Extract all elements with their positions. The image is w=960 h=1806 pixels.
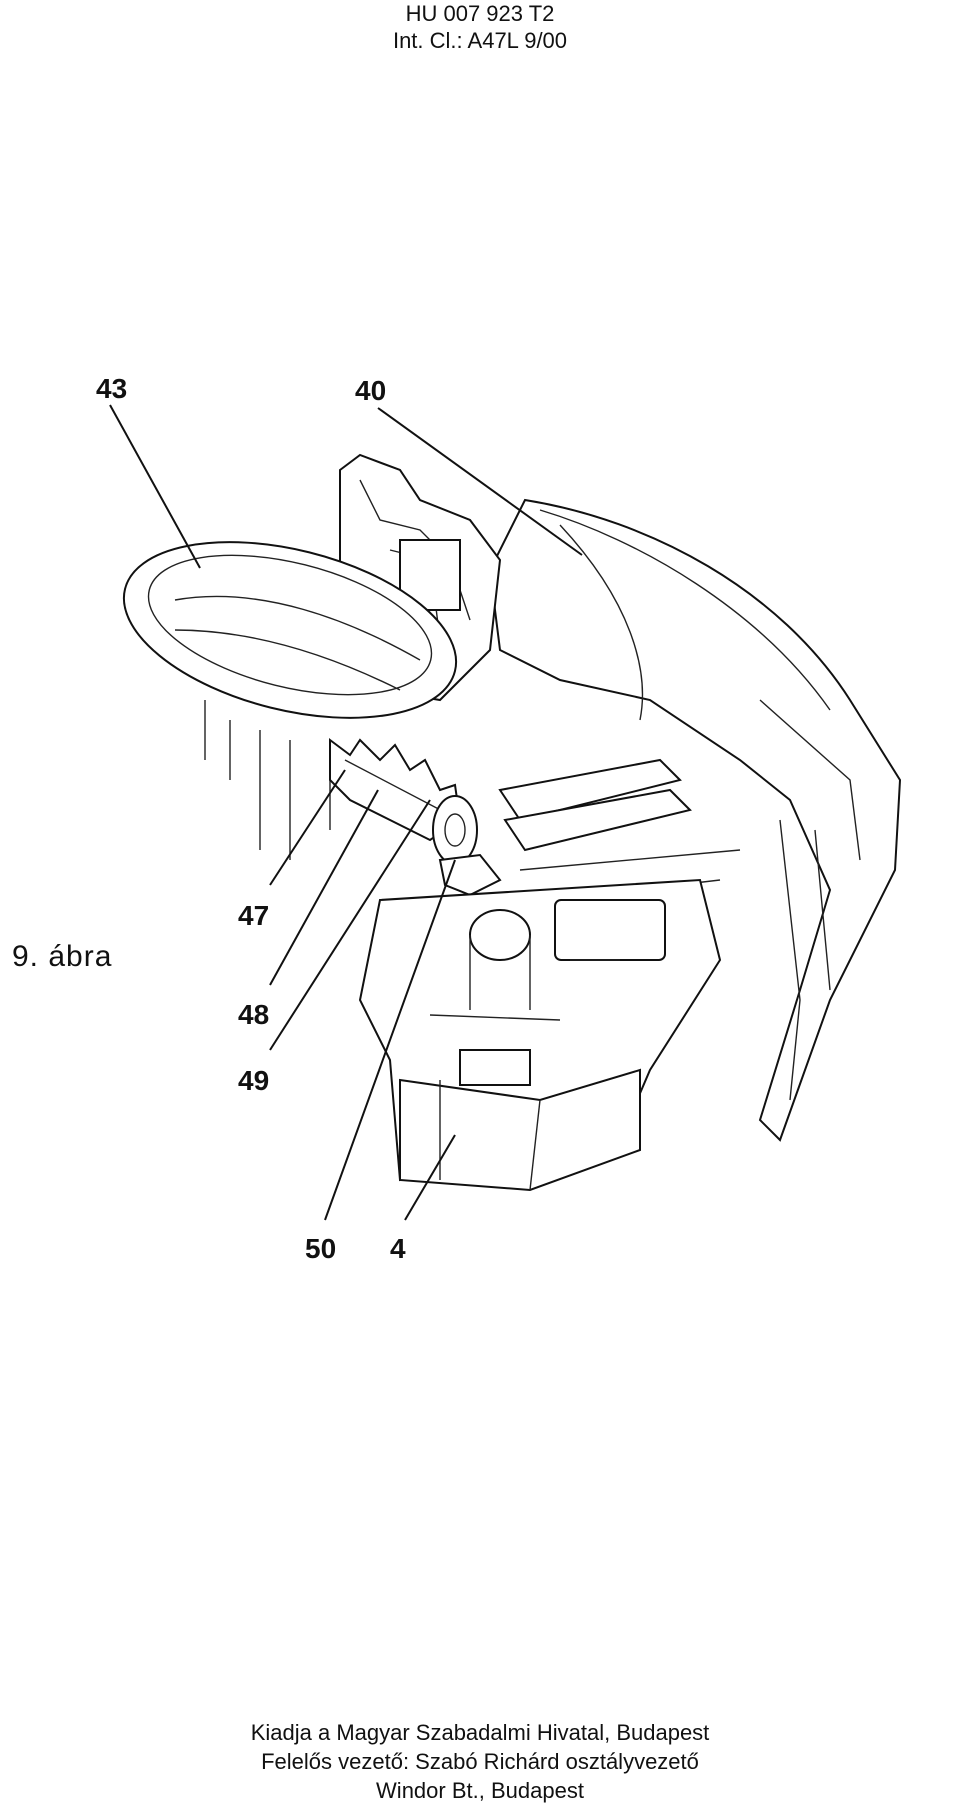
leader-50 — [324, 859, 456, 1221]
ref-4: 4 — [390, 1233, 406, 1264]
ref-43: 43 — [96, 373, 127, 404]
figure-caption: 9. ábra — [12, 940, 113, 973]
gear-assembly — [329, 738, 502, 897]
ref-47: 47 — [238, 900, 269, 931]
leader-lines — [109, 404, 583, 1221]
leader-47 — [269, 769, 346, 886]
classification: Int. Cl.: A47L 9/00 — [392, 28, 568, 53]
publisher-line: Kiadja a Magyar Szabadalmi Hivatal, Buda… — [250, 1720, 710, 1745]
slide-rails — [498, 758, 741, 901]
ref-48: 48 — [238, 999, 269, 1030]
lid-43 — [122, 541, 458, 860]
leader-43 — [109, 404, 201, 569]
document-number: HU 007 923 T2 — [405, 1, 555, 26]
ref-49: 49 — [238, 1065, 269, 1096]
responsible-person-line: Felelős vezető: Szabó Richárd osztályvez… — [261, 1749, 699, 1774]
leader-48 — [269, 789, 379, 986]
ref-40: 40 — [355, 375, 386, 406]
printer-line: Windor Bt., Budapest — [376, 1778, 584, 1803]
leader-4 — [404, 1134, 456, 1221]
leader-49 — [269, 799, 431, 1051]
base-4 — [358, 878, 722, 1192]
leader-40 — [377, 407, 583, 556]
reference-numerals: 43 40 47 48 49 50 4 — [96, 373, 406, 1264]
housing-40 — [488, 498, 902, 1142]
ref-50: 50 — [305, 1233, 336, 1264]
